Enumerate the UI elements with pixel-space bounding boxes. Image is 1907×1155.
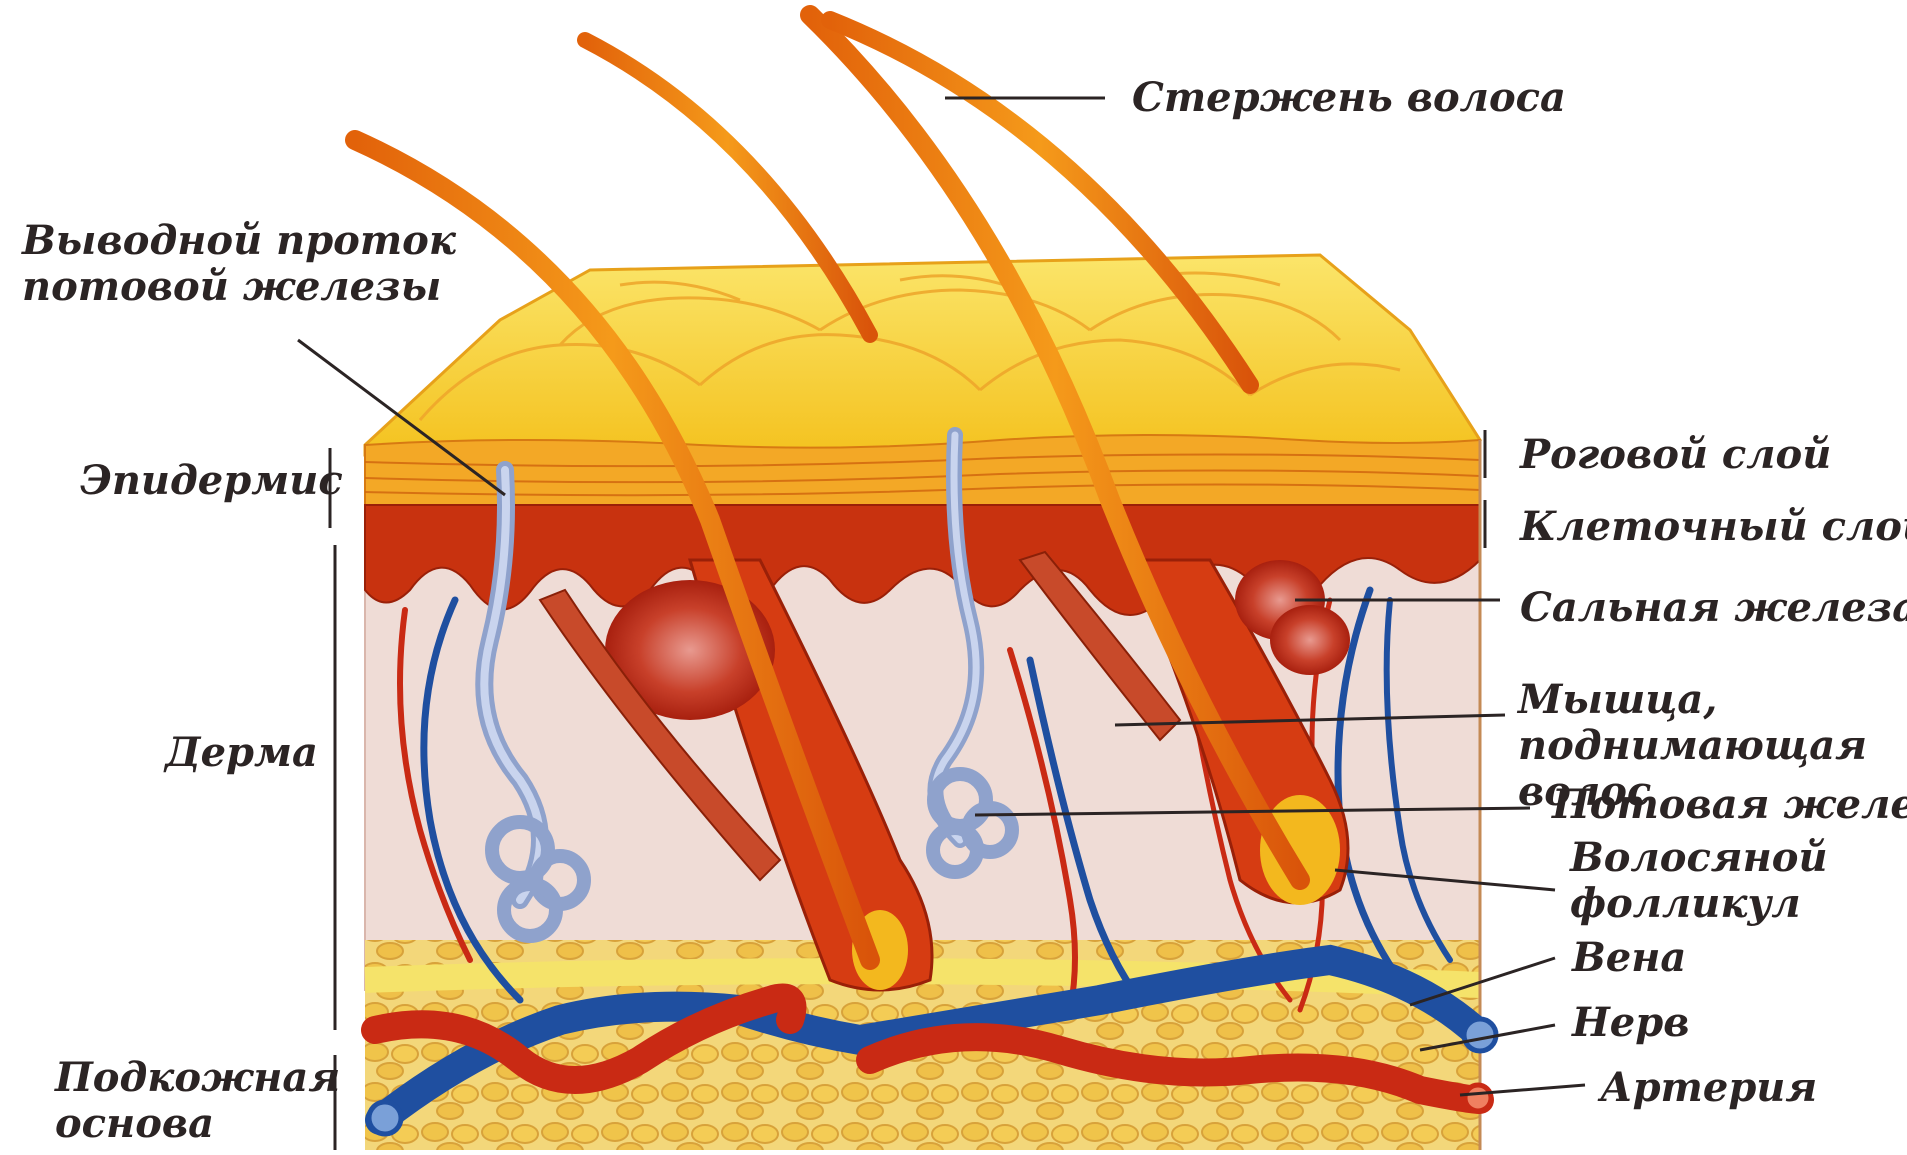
label-horny-layer: Роговой слой — [1520, 432, 1831, 478]
label-epidermis: Эпидермис — [80, 458, 343, 504]
label-dermis: Дерма — [165, 730, 318, 776]
label-sebaceous-gland: Сальная железа — [1520, 585, 1907, 631]
label-sweat-gland: Потовая железа — [1552, 782, 1907, 828]
label-hair-follicle: Волосяной фолликул — [1570, 835, 1828, 927]
label-hair-shaft: Стержень волоса — [1132, 75, 1566, 121]
label-subcutis: Подкожная основа — [55, 1055, 340, 1147]
label-artery: Артерия — [1600, 1065, 1817, 1111]
label-cell-layer: Клеточный слой — [1520, 504, 1907, 550]
skin-surface — [365, 255, 1480, 455]
label-sweat-duct: Выводной проток потовой железы — [22, 218, 456, 310]
label-nerve: Нерв — [1572, 1000, 1689, 1046]
label-vein: Вена — [1572, 935, 1686, 981]
